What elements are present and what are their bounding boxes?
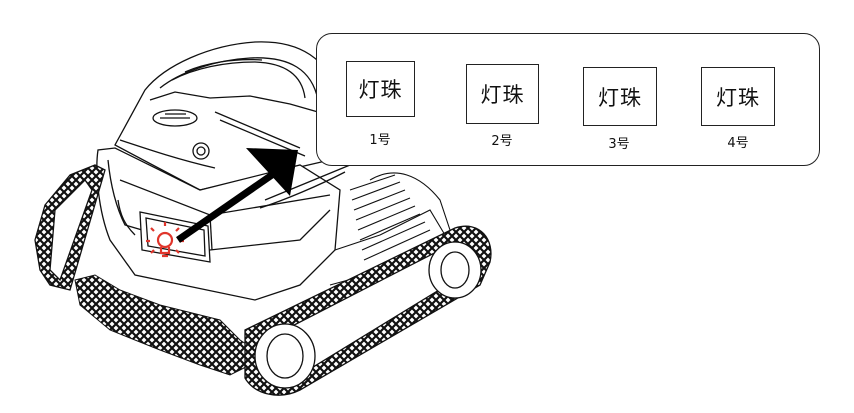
arrow-icon xyxy=(176,148,298,243)
light-bulb-icon xyxy=(146,222,184,258)
left-track xyxy=(34,164,106,291)
led-bead-label-box: 灯珠 xyxy=(701,67,775,126)
led-bead-label-box: 灯珠 xyxy=(466,64,539,124)
led-bead-number: 1号 xyxy=(369,133,391,148)
led-bead-number: 2号 xyxy=(491,134,513,149)
led-bead-label-box: 灯珠 xyxy=(583,67,657,126)
robot-body xyxy=(96,147,351,301)
led-bead-label-box: 灯珠 xyxy=(346,61,415,117)
led-bead-number: 3号 xyxy=(608,137,630,152)
led-bead-number: 4号 xyxy=(727,136,749,151)
right-track xyxy=(244,225,492,396)
